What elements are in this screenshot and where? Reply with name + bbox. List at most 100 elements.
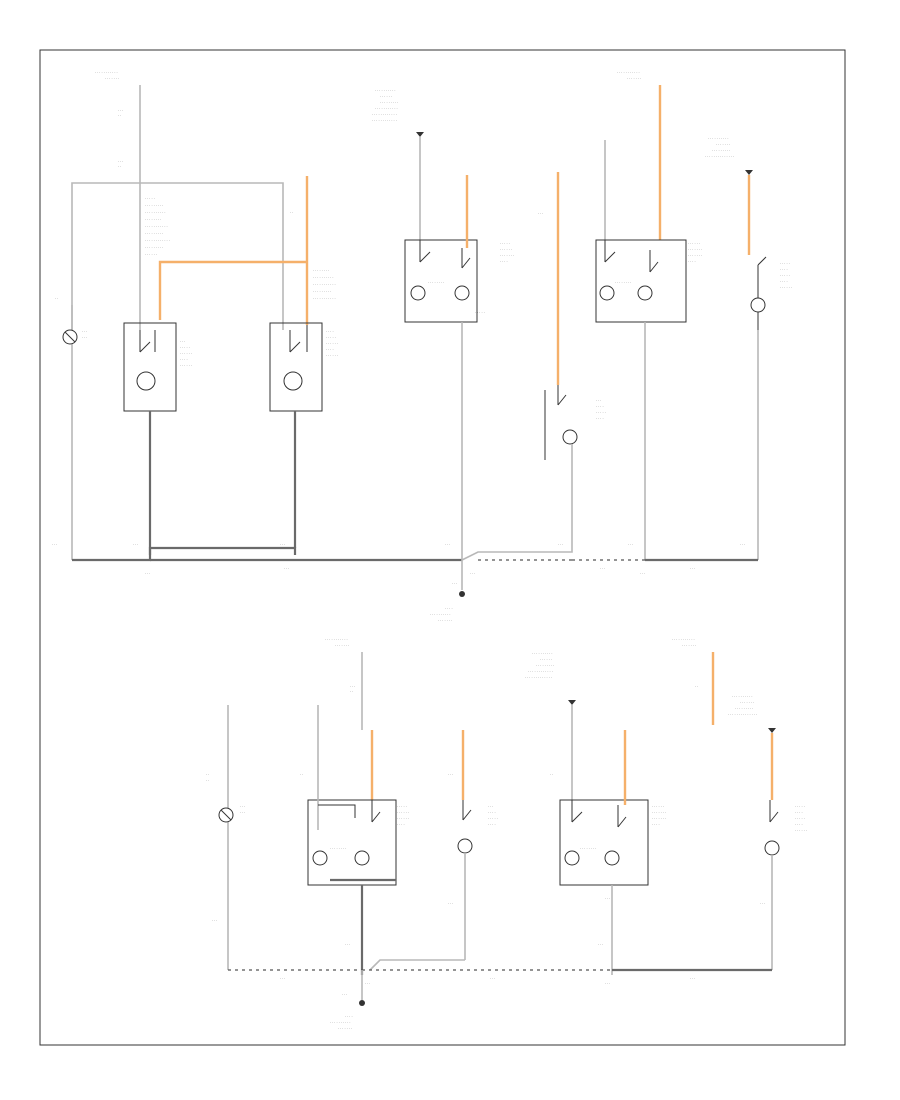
svg-text:· · · ·: · · · · [445,607,453,611]
svg-text:· · · · · · · · · · · ·: · · · · · · · · · · · · [528,670,553,674]
svg-text:· · · · · ·: · · · · · · [500,248,512,252]
svg-text:· · ·: · · · [596,399,601,403]
svg-text:· · · ·: · · · · [795,823,803,827]
svg-text:· ·: · · [118,165,121,169]
svg-text:· · ·: · · · [448,902,453,906]
svg-text:· ·: · · [550,773,553,777]
svg-text:· · · · · · · ·: · · · · · · · · [615,281,631,285]
svg-text:· · ·: · · · [118,160,123,164]
bottom-switch-box-right: · · · · · · · · · · · · · · · · · · · · … [550,730,666,975]
svg-text:· · · · · · · · · ·: · · · · · · · · · · [532,652,552,656]
svg-text:· · · · · · · · · · · · · ·: · · · · · · · · · · · · · · [705,155,734,159]
svg-text:· · · · · · ·: · · · · · · · [716,143,730,147]
svg-text:· · · · · · · ·: · · · · · · · · [313,269,329,273]
svg-text:· · ·: · · · [470,572,475,576]
svg-text:· · ·: · · · [690,977,695,981]
svg-text:· · · · · · · ·: · · · · · · · · [428,281,444,285]
svg-text:· · · · · · · · · · · ·: · · · · · · · · · · · · [372,113,397,117]
power-source-1: · · · · · · · · · · · · · · · · · · · · … [95,71,141,330]
svg-text:· · ·: · · · [448,773,453,777]
bottom-switch-box-left: · · · · · · · · · · · · · · · · · · · · … [300,705,409,975]
svg-text:· ·: · · [206,773,209,777]
svg-text:· · ·: · · · [452,582,457,586]
svg-text:· · ·: · · · [133,543,138,547]
svg-text:· · ·: · · · [605,982,610,986]
left-small-lamp: · · · · · · · · [55,297,87,560]
svg-text:· · ·: · · · [598,943,603,947]
power-source-6: · · · · · · · · · · · · · · · · · · · · … [525,652,576,800]
svg-text:· ·: · · [695,685,698,689]
splice-outline [71,182,284,330]
svg-text:· · · · ·: · · · · · [795,817,805,821]
svg-text:· · · · · · · · · ·: · · · · · · · · · · [708,137,728,141]
svg-text:· · · · · ·: · · · · · · [397,817,409,821]
svg-text:· · · · · · ·: · · · · · · · [335,644,349,648]
svg-text:· · ·: · · · [284,567,289,571]
svg-text:· · · · · · · · · ·: · · · · · · · · · · [430,613,450,617]
svg-text:· · · ·: · · · · [780,280,788,284]
svg-text:· · · · ·: · · · · · [795,805,805,809]
svg-text:· · · · ·: · · · · · [780,274,790,278]
top-ground-bus: · · · · · · · · · · · · · · · · · · · · … [52,543,758,623]
svg-text:· · ·: · · · [490,977,495,981]
svg-text:· · · · · ·: · · · · · · [780,286,792,290]
svg-text:· · · · · · · · ·: · · · · · · · · · [536,664,554,668]
svg-text:· · · · · · ·: · · · · · · · [688,254,702,258]
bottom-left-small-lamp: · · · · · · · · · · [206,705,245,970]
splice-text: · · · · · · · · · · · · · · · · · · · · … [145,197,170,257]
svg-text:· · ·: · · · [628,543,633,547]
svg-text:· · · · · ·: · · · · · · [652,805,664,809]
svg-text:· ·: · · [300,773,303,777]
svg-text:· · · · · · ·: · · · · · · · [105,77,119,81]
feed-text: · · · · · · · · · · · · · · · · · · · · … [290,211,336,301]
svg-text:· · · · ·: · · · · · [180,346,190,350]
svg-text:· · · · · · ·: · · · · · · · [652,811,666,815]
svg-text:· · · · · · ·: · · · · · · · [688,248,702,252]
svg-text:· · ·: · · · [180,340,185,344]
svg-text:· · ·: · · · [345,943,350,947]
svg-text:· · · ·: · · · · [180,358,188,362]
svg-text:· · · · · · ·: · · · · · · · [338,1027,352,1031]
svg-text:· · · ·: · · · · [488,823,496,827]
svg-text:· · · · · · · ·: · · · · · · · · [580,847,596,851]
svg-text:· · · · ·: · · · · · [145,197,155,201]
svg-text:· · · · · · · · · · · · ·: · · · · · · · · · · · · · [525,676,552,680]
svg-text:· · · · · · · ·: · · · · · · · · [330,847,346,851]
svg-text:· · · · · · · · · · ·: · · · · · · · · · · · [375,107,398,111]
center-switch-box: · · · · · · · · · · · · · · · · · · · · … [404,175,514,548]
power-source-3: · · · · · · · · · · · · · · · · · · [604,71,662,240]
bottom-door-lamp-left: · · · · · · · · · · · · · · · · · · · [369,730,498,971]
svg-text:· · · ·: · · · · [596,405,604,409]
svg-text:· · ·: · · · [240,805,245,809]
svg-text:· · · · · ·: · · · · · · [326,354,338,358]
svg-text:· · ·: · · · [82,330,87,334]
svg-text:· · · · · · ·: · · · · · · · [438,619,452,623]
svg-text:· · · ·: · · · · [397,823,405,827]
lamp-box-center-left: · · · · · · · · · · · · · · · · · · · · … [269,322,338,548]
diagram-frame [39,49,846,1046]
svg-text:· · · · · · ·: · · · · · · · [682,644,696,648]
ground-link-a [148,546,297,555]
top-section: · · · · · · · · · · · · · · · · · · · · … [52,71,792,623]
svg-text:· · · · · · ·: · · · · · · · [740,701,754,705]
svg-text:· · ·: · · · [118,109,123,113]
svg-text:· ·: · · [55,297,58,301]
svg-text:· · ·: · · · [212,919,217,923]
svg-text:· · · · ·: · · · · · [500,242,510,246]
svg-text:· · · · · · · · · ·: · · · · · · · · · · [375,89,395,93]
svg-text:· · · · · · · · · · ·: · · · · · · · · · · · [95,71,118,75]
svg-text:· ·: · · [290,211,293,215]
svg-text:· · ·: · · · [52,543,57,547]
svg-text:· · ·: · · · [558,543,563,547]
svg-text:· · ·: · · · [740,543,745,547]
svg-text:· · · · · · · · ·: · · · · · · · · · [712,149,730,153]
lamp-box-left: · · · · · · · · · · · · · · · · · · · · … [123,322,192,555]
svg-text:· · · · · · · · · ·: · · · · · · · · · · [732,695,752,699]
svg-text:· · ·: · · · [760,902,765,906]
svg-text:· · · · · · · · · · ·: · · · · · · · · · · · [313,297,336,301]
svg-text:· · · · ·: · · · · · [475,311,485,315]
svg-text:· · ·: · · · [145,572,150,576]
svg-text:· ·: · · [350,690,353,694]
svg-text:· · · · ·: · · · · · [397,805,407,809]
